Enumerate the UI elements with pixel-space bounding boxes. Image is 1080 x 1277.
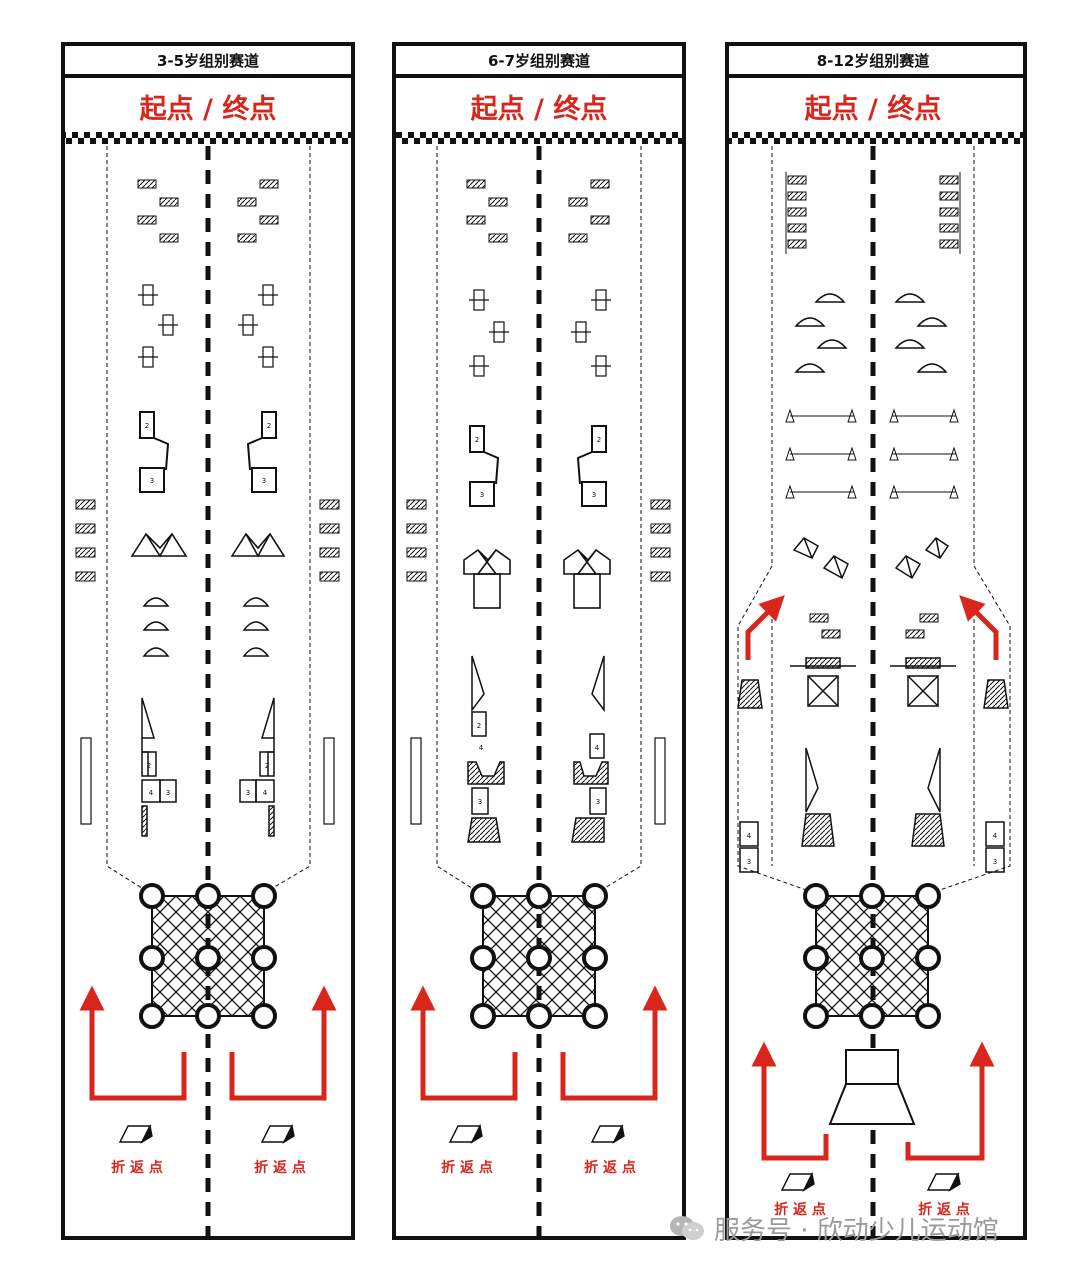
station-number: 4 [149, 789, 154, 797]
cone-hurdles [785, 408, 959, 499]
station-number: 2 [145, 422, 149, 430]
turn-marker [118, 1123, 295, 1144]
wechat-icon [670, 1216, 704, 1240]
turn-label: 折 返 点 [254, 1159, 306, 1176]
course-boundary [436, 146, 642, 893]
lane-6-7: 6-7岁组别赛道 起点 / 终点 2 3 2 [392, 42, 686, 1240]
station-number: 3 [592, 491, 596, 499]
station-number: 4 [747, 832, 752, 840]
balance-blocks [139, 411, 277, 493]
turn-marker [780, 1171, 961, 1192]
inner-boundary [771, 612, 975, 866]
ladder-station [466, 179, 610, 243]
turn-label: 折 返 点 [441, 1159, 493, 1176]
crawl-net [139, 883, 277, 1029]
station-number: 3 [150, 477, 154, 485]
dome-station [794, 293, 948, 373]
checkered-line [396, 132, 682, 144]
station-number: 3 [478, 798, 482, 806]
station-number: 4 [479, 744, 484, 752]
balance-beam [80, 737, 335, 825]
station-number: 3 [262, 477, 266, 485]
station-number: 3 [596, 798, 600, 806]
slide-station [467, 655, 609, 843]
station-number: 3 [246, 789, 250, 797]
station-number: 3 [747, 858, 751, 866]
lane-8-12: 8-12岁组别赛道 起点 / 终点 [725, 42, 1027, 1240]
slide-station [801, 747, 945, 847]
tunnel-station [792, 537, 950, 580]
lane-header: 6-7岁组别赛道 [488, 52, 590, 70]
dome-station [142, 597, 270, 657]
turn-label: 折 返 点 [584, 1159, 636, 1176]
direction-arrows [79, 985, 337, 1101]
watermark-text: 服务号 · 欣动少儿运动馆 [714, 1215, 999, 1246]
side-blocks [739, 821, 1005, 873]
station-number: 4 [263, 789, 268, 797]
lane-3-5: 3-5岁组别赛道 起点 / 终点 2 3 [61, 42, 355, 1240]
vault-box-station [790, 657, 956, 707]
station-number: 4 [993, 832, 998, 840]
station-number: 2 [267, 422, 271, 430]
side-mats [809, 613, 939, 639]
crawl-net [470, 883, 608, 1029]
station-number: 4 [595, 744, 600, 752]
turn-label: 折 返 点 [918, 1201, 970, 1218]
station-number: 2 [477, 722, 481, 730]
station-number: 2 [597, 436, 601, 444]
balance-blocks [469, 425, 607, 507]
lane-header: 8-12岁组别赛道 [817, 52, 930, 70]
crawl-net [803, 883, 941, 1029]
direction-arrows [410, 985, 668, 1101]
direction-arrows [751, 1041, 995, 1161]
station-number: 3 [993, 858, 997, 866]
direction-arrows [745, 595, 999, 660]
tunnel-station [130, 532, 286, 558]
start-finish-banner: 起点 / 终点 [805, 93, 942, 125]
station-number: 3 [480, 491, 484, 499]
course-boundary [106, 146, 311, 893]
station-number: 2 [475, 436, 479, 444]
checkered-line [729, 132, 1023, 144]
tunnel-station [463, 548, 611, 609]
turn-label: 折 返 点 [111, 1159, 163, 1176]
side-mats [75, 499, 340, 582]
hurdle-station [138, 284, 278, 368]
vault-table [828, 1049, 916, 1125]
course-boundary [737, 146, 1011, 893]
step-box [737, 679, 1009, 709]
start-finish-banner: 起点 / 终点 [471, 93, 608, 125]
turn-label: 折 返 点 [774, 1201, 826, 1218]
checkered-line [65, 132, 351, 144]
balance-beam [410, 737, 666, 825]
lane-header: 3-5岁组别赛道 [157, 52, 259, 70]
station-number: 2 [265, 762, 269, 770]
side-mats [406, 499, 671, 582]
slide-station [141, 697, 275, 837]
start-finish-banner: 起点 / 终点 [140, 93, 277, 125]
ladder-station [785, 172, 961, 254]
turn-marker [448, 1123, 625, 1144]
station-number: 2 [147, 762, 151, 770]
watermark: 服务号 · 欣动少儿运动馆 [668, 1208, 1058, 1248]
hurdle-station [469, 289, 611, 377]
ladder-station [137, 179, 279, 243]
station-number: 3 [166, 789, 170, 797]
